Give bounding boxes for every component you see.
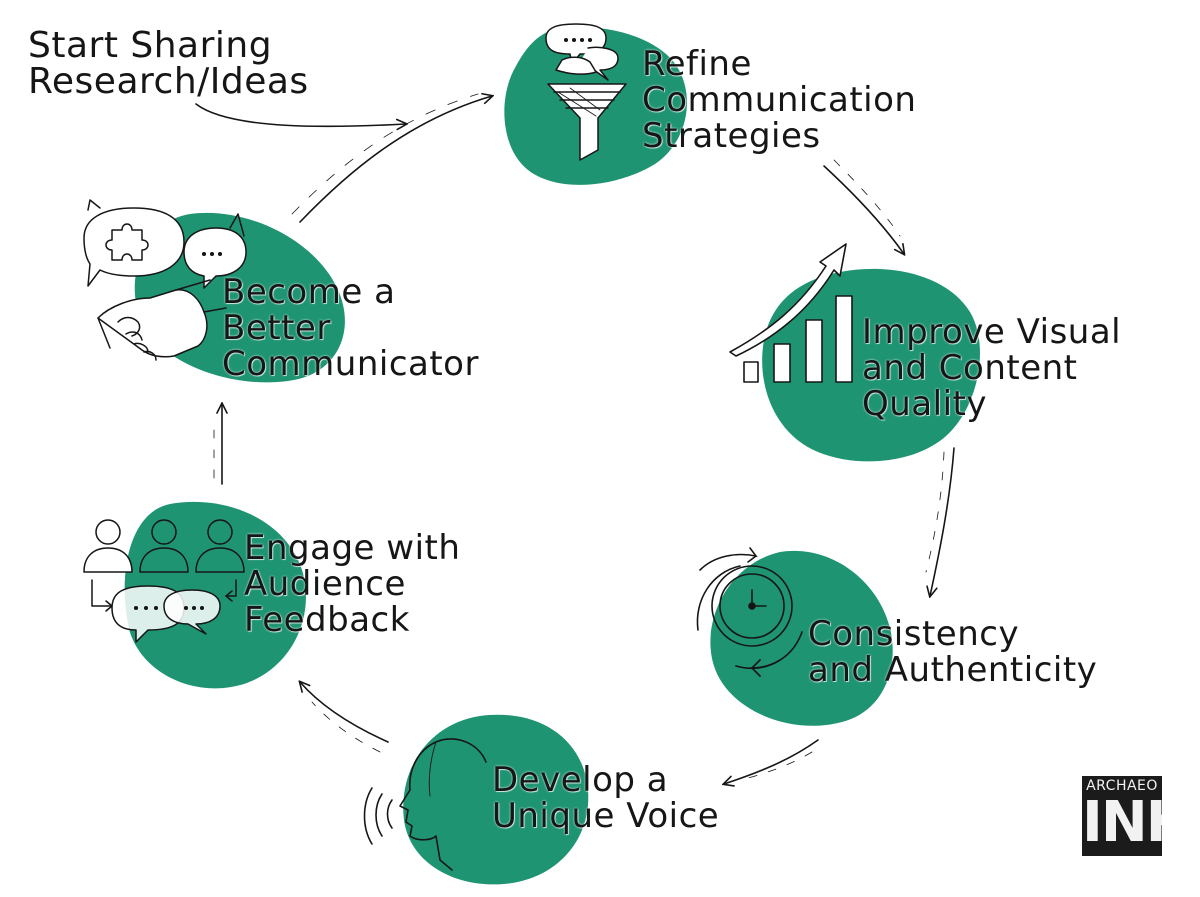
arrow-refine-to-improve [823, 165, 904, 254]
step-engage-line-2: Audience [244, 564, 406, 604]
logo-top-text: ARCHAEO [1086, 778, 1158, 794]
step-communicator-line-2: Better [222, 308, 331, 348]
step-refine-line-3: Strategies [642, 116, 821, 156]
start-label-line-2: Research/Ideas [28, 61, 309, 102]
step-communicator-line-3: Communicator [222, 344, 479, 384]
blob-consistency [710, 550, 893, 726]
step-communicator-line-1: Become a [222, 272, 396, 312]
start-label: Start Sharing Research/Ideas [28, 28, 309, 100]
step-engage-line-1: Engage with [244, 528, 461, 568]
step-refine-line-2: Communication [642, 80, 917, 120]
step-voice-label: Develop a Unique Voice [492, 762, 719, 834]
growth-chart-icon [729, 243, 853, 383]
arrow-communicator-to-refine [299, 96, 492, 223]
handshake-puzzle-icon [83, 199, 247, 361]
blob-voice [403, 714, 589, 885]
step-engage-line-3: Feedback [244, 600, 410, 640]
arrows [195, 94, 955, 784]
arrow-improve-to-consistency [930, 447, 955, 596]
step-voice-line-1: Develop a [492, 760, 669, 800]
step-consistency-line-2: and Authenticity [808, 650, 1098, 690]
step-improve-label: Improve Visual and Content Quality [862, 314, 1121, 422]
blobs [124, 26, 981, 885]
blob-improve [762, 268, 981, 462]
step-consistency-line-1: Consistency [808, 614, 1020, 654]
step-consistency-label: Consistency and Authenticity [808, 616, 1097, 688]
step-improve-line-1: Improve Visual [862, 312, 1122, 352]
arrow-start-to-refine [195, 103, 406, 126]
step-improve-line-3: Quality [862, 384, 987, 424]
logo-main-text: INK [1082, 790, 1162, 855]
step-refine-line-1: Refine [642, 44, 752, 84]
step-refine-label: Refine Communication Strategies [642, 46, 916, 154]
audience-chat-icon [83, 519, 245, 643]
funnel-speech-icon [545, 23, 627, 161]
speaking-head-icon [363, 738, 487, 871]
clock-cycle-icon [696, 547, 803, 677]
step-improve-line-2: and Content [862, 348, 1078, 388]
step-communicator-label: Become a Better Communicator [222, 274, 479, 382]
start-label-line-1: Start Sharing [28, 25, 273, 66]
archaeo-ink-logo: ARCHAEO INK [1082, 776, 1162, 856]
arrow-voice-to-engage [300, 682, 389, 743]
step-engage-label: Engage with Audience Feedback [244, 530, 460, 638]
arrow-consistency-to-voice [724, 739, 819, 784]
step-voice-line-2: Unique Voice [492, 796, 720, 836]
